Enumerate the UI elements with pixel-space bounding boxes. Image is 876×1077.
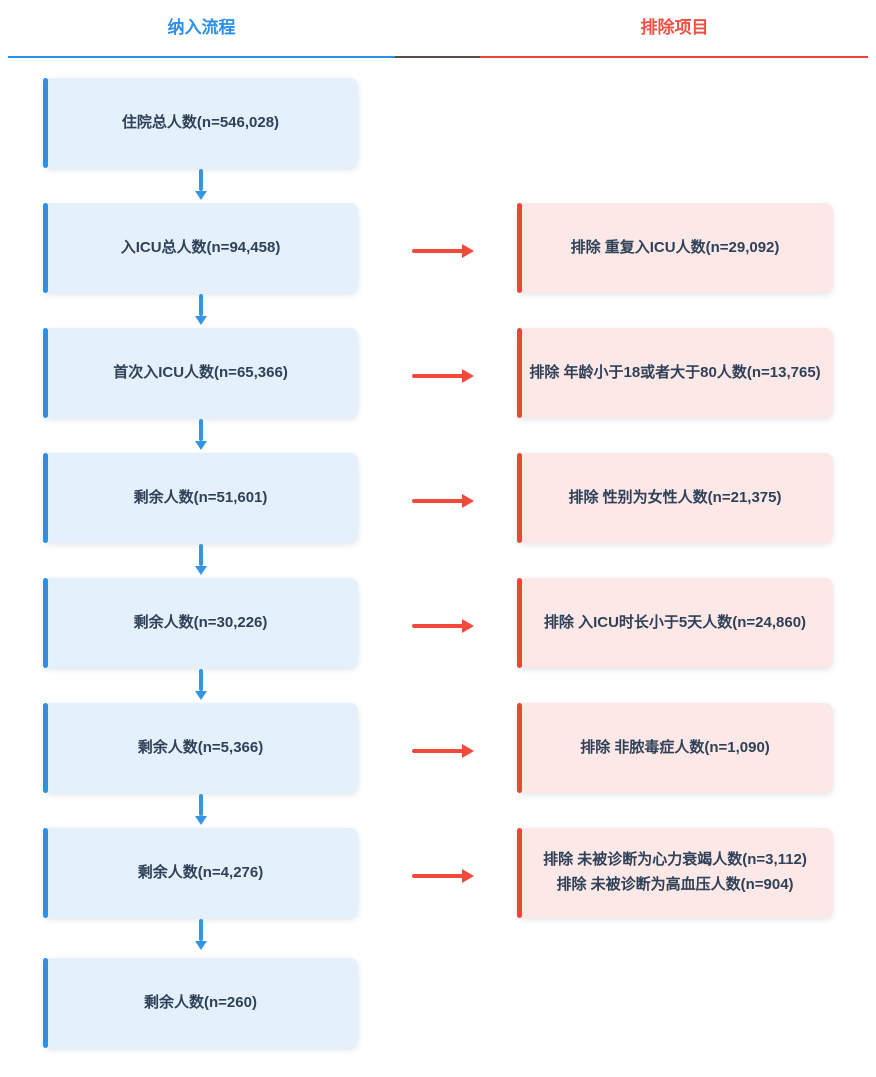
inclusion-box-label: 剩余人数(n=5,366) <box>137 738 264 756</box>
blue-accent-bar <box>43 453 48 543</box>
inclusion-box: 剩余人数(n=4,276) <box>43 828 358 918</box>
flow-row: 剩余人数(n=30,226) 排除 入ICU时长小于5天人数(n=24,860) <box>0 578 876 700</box>
arrow-stem <box>412 374 464 378</box>
inclusion-box-label: 剩余人数(n=30,226) <box>133 613 268 631</box>
inclusion-box: 首次入ICU人数(n=65,366) <box>43 328 358 418</box>
blue-accent-bar <box>43 958 48 1048</box>
inclusion-box: 剩余人数(n=30,226) <box>43 578 358 668</box>
inclusion-box: 住院总人数(n=546,028) <box>43 78 358 168</box>
flow-row: 剩余人数(n=260) <box>0 958 876 1048</box>
inclusion-box-label: 首次入ICU人数(n=65,366) <box>113 363 288 381</box>
inclusion-box: 入ICU总人数(n=94,458) <box>43 203 358 293</box>
divider-blue-segment <box>8 56 395 58</box>
inclusion-box-label: 剩余人数(n=260) <box>144 993 257 1011</box>
inclusion-box-label: 剩余人数(n=4,276) <box>137 863 264 881</box>
arrow-head <box>195 191 207 200</box>
arrow-stem <box>199 669 203 691</box>
down-arrow-icon <box>195 544 208 575</box>
arrow-stem <box>199 169 203 191</box>
exclusion-box: 排除 年龄小于18或者大于80人数(n=13,765) <box>517 328 833 418</box>
red-accent-bar <box>517 453 522 543</box>
flow-row: 剩余人数(n=51,601) 排除 性别为女性人数(n=21,375) <box>0 453 876 575</box>
inclusion-box: 剩余人数(n=260) <box>43 958 358 1048</box>
arrow-head <box>195 316 207 325</box>
down-arrow-icon <box>195 419 208 450</box>
arrow-stem <box>199 544 203 566</box>
blue-accent-bar <box>43 703 48 793</box>
exclusion-box-label: 排除 入ICU时长小于5天人数(n=24,860) <box>543 613 807 631</box>
blue-accent-bar <box>43 328 48 418</box>
exclusion-column-title: 排除项目 <box>640 18 709 37</box>
down-arrow-icon <box>195 794 208 825</box>
flow-row: 住院总人数(n=546,028) <box>0 78 876 200</box>
arrow-stem <box>199 794 203 816</box>
flow-row: 剩余人数(n=4,276)排除 未被诊断为心力衰竭人数(n=3,112)排除 未… <box>0 828 876 950</box>
arrow-head <box>462 869 474 883</box>
arrow-stem <box>199 294 203 316</box>
arrow-head <box>462 369 474 383</box>
exclusion-box: 排除 重复入ICU人数(n=29,092) <box>517 203 833 293</box>
exclusion-box: 排除 入ICU时长小于5天人数(n=24,860) <box>517 578 833 668</box>
arrow-head <box>462 244 474 258</box>
down-arrow-icon <box>195 669 208 700</box>
inclusion-box-label: 入ICU总人数(n=94,458) <box>120 238 281 256</box>
flow-row: 剩余人数(n=5,366) 排除 非脓毒症人数(n=1,090) <box>0 703 876 825</box>
arrow-stem <box>412 874 464 878</box>
arrow-head <box>195 941 207 950</box>
arrow-stem <box>412 749 464 753</box>
arrow-head <box>195 816 207 825</box>
exclude-right-arrow-icon <box>412 244 474 258</box>
arrow-stem <box>412 499 464 503</box>
down-arrow-icon <box>195 169 208 200</box>
arrow-head <box>195 441 207 450</box>
exclusion-box-label: 排除 重复入ICU人数(n=29,092) <box>570 238 780 256</box>
divider-red-segment <box>480 56 868 58</box>
exclusion-box: 排除 未被诊断为心力衰竭人数(n=3,112) 排除 未被诊断为高血压人数(n=9… <box>517 828 833 918</box>
exclusion-box-label: 排除 未被诊断为心力衰竭人数(n=3,112) <box>543 851 807 869</box>
blue-accent-bar <box>43 78 48 168</box>
arrow-head <box>462 744 474 758</box>
exclude-right-arrow-icon <box>412 619 474 633</box>
exclude-right-arrow-icon <box>412 369 474 383</box>
arrow-head <box>195 691 207 700</box>
arrow-stem <box>199 919 203 941</box>
arrow-stem <box>412 249 464 253</box>
exclude-right-arrow-icon <box>412 869 474 883</box>
exclusion-box: 排除 性别为女性人数(n=21,375) <box>517 453 833 543</box>
flow-row: 入ICU总人数(n=94,458) 排除 重复入ICU人数(n=29,092) <box>0 203 876 325</box>
red-accent-bar <box>517 328 522 418</box>
inclusion-column-title: 纳入流程 <box>167 18 236 37</box>
exclude-right-arrow-icon <box>412 494 474 508</box>
red-accent-bar <box>517 828 522 918</box>
red-accent-bar <box>517 703 522 793</box>
header-divider <box>8 56 868 58</box>
exclusion-box-label: 排除 未被诊断为高血压人数(n=904) <box>556 876 794 893</box>
divider-dark-segment <box>395 56 480 58</box>
down-arrow-icon <box>195 294 208 325</box>
arrow-stem <box>412 624 464 628</box>
down-arrow-icon <box>195 919 208 950</box>
arrow-head <box>462 494 474 508</box>
exclusion-box-label: 排除 非脓毒症人数(n=1,090) <box>580 738 770 756</box>
arrow-head <box>462 619 474 633</box>
exclusion-box: 排除 非脓毒症人数(n=1,090) <box>517 703 833 793</box>
blue-accent-bar <box>43 828 48 918</box>
blue-accent-bar <box>43 578 48 668</box>
inclusion-box: 剩余人数(n=5,366) <box>43 703 358 793</box>
blue-accent-bar <box>43 203 48 293</box>
arrow-stem <box>199 419 203 441</box>
inclusion-box: 剩余人数(n=51,601) <box>43 453 358 543</box>
inclusion-box-label: 剩余人数(n=51,601) <box>133 488 268 506</box>
red-accent-bar <box>517 578 522 668</box>
red-accent-bar <box>517 203 522 293</box>
exclusion-box-label: 排除 年龄小于18或者大于80人数(n=13,765) <box>529 363 821 381</box>
flow-row: 首次入ICU人数(n=65,366) 排除 年龄小于18或者大于80人数(n=13… <box>0 328 876 450</box>
arrow-head <box>195 566 207 575</box>
inclusion-box-label: 住院总人数(n=546,028) <box>121 113 280 131</box>
exclusion-box-label: 排除 性别为女性人数(n=21,375) <box>568 488 782 506</box>
exclude-right-arrow-icon <box>412 744 474 758</box>
